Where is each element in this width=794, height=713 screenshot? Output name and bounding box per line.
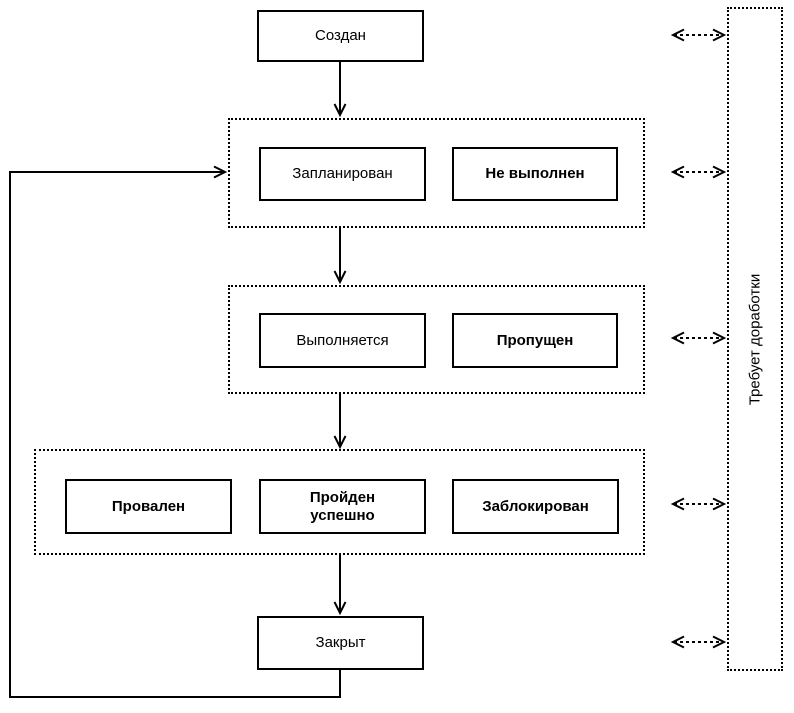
group-planned-row: Запланирован Не выполнен <box>228 118 645 228</box>
node-blocked: Заблокирован <box>452 479 619 534</box>
node-planned: Запланирован <box>259 147 426 201</box>
rework-panel: Требует доработки <box>727 7 783 671</box>
node-passed: Пройден успешно <box>259 479 426 534</box>
node-created: Создан <box>257 10 424 62</box>
group-results-row: Провален Пройден успешно Заблокирован <box>34 449 645 555</box>
node-not-executed: Не выполнен <box>452 147 618 201</box>
node-in-progress: Выполняется <box>259 313 426 368</box>
group-inprogress-row: Выполняется Пропущен <box>228 285 645 394</box>
node-failed: Провален <box>65 479 232 534</box>
node-closed: Закрыт <box>257 616 424 670</box>
rework-panel-label: Требует доработки <box>746 273 764 405</box>
node-skipped: Пропущен <box>452 313 618 368</box>
